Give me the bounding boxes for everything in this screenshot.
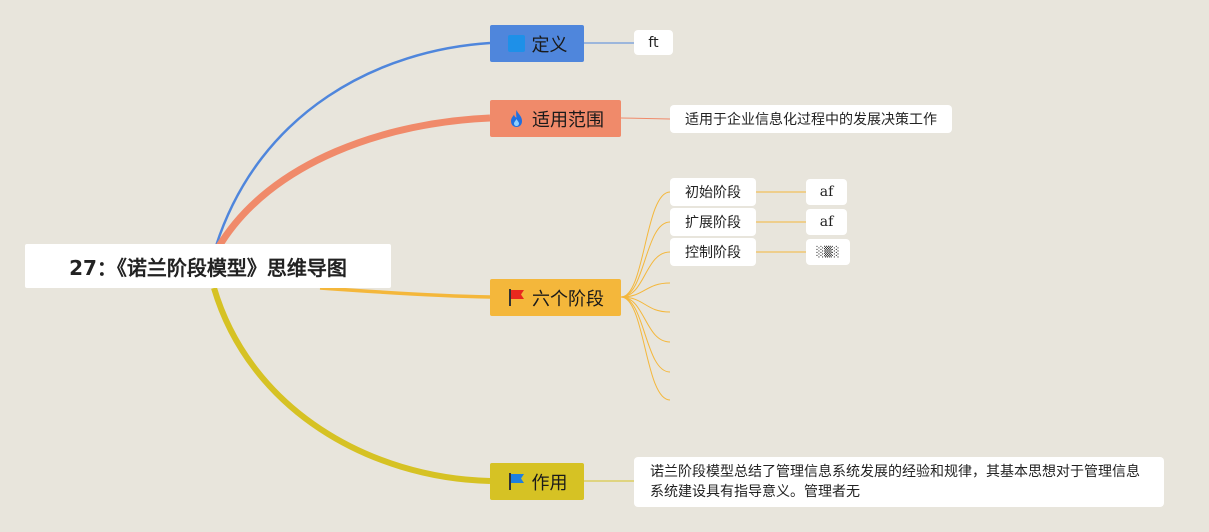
stage-item-2[interactable]: 扩展阶段 [670,208,756,236]
stage-value-3[interactable]: ░▒░ [806,239,850,265]
stage-connector-1 [620,191,671,298]
stage-value-3-text: ░▒░ [816,246,840,258]
function-leaf[interactable]: 诺兰阶段模型总结了管理信息系统发展的经验和规律，其基本思想对于管理信息系统建设具… [634,457,1164,507]
scope-leaf[interactable]: 适用于企业信息化过程中的发展决策工作 [670,105,952,133]
branch-definition[interactable]: 定义 [490,25,584,62]
stage-item-1-label: 初始阶段 [685,185,741,201]
branch-definition-label: 定义 [531,34,568,56]
stage-connector-3 [620,251,671,298]
branch-function[interactable]: 作用 [490,463,584,500]
branch-scope-label: 适用范围 [532,109,604,131]
scope-leaf-text: 适用于企业信息化过程中的发展决策工作 [685,112,937,128]
branch-scope[interactable]: 适用范围 [490,100,621,137]
fire-icon [511,110,522,127]
stage-item-2-label: 扩展阶段 [685,215,741,231]
stage-value-1[interactable]: af [806,179,847,205]
blue-flag-icon [508,473,524,490]
stage-value-2-text: af [819,214,834,230]
red-flag-icon [509,289,524,306]
connector-function [211,287,491,484]
branch-function-label: 作用 [531,472,568,494]
stage-connector-8 [620,296,671,401]
branch-six-stages[interactable]: 六个阶段 [490,279,621,316]
blue-square-icon [507,35,525,52]
stage-value-2[interactable]: af [806,209,847,235]
stage-connector-2 [620,221,671,298]
stage-value-1-text: af [819,184,834,200]
definition-leaf-text: ft [648,34,659,51]
connector-six-stages [319,286,491,299]
connector-scope [214,114,491,250]
connector-definition [214,41,491,247]
stage-connector-6 [620,296,671,343]
stage-item-3[interactable]: 控制阶段 [670,238,756,266]
connector-scope-leaf [620,117,671,120]
stage-item-3-label: 控制阶段 [685,245,741,261]
stage-item-1[interactable]: 初始阶段 [670,178,756,206]
stage-connector-4 [620,282,671,298]
root-node[interactable]: 27：《诺兰阶段模型》思维导图 [25,244,391,288]
branch-six-stages-label: 六个阶段 [532,288,604,310]
stage-connectors [620,191,806,401]
definition-leaf[interactable]: ft [634,30,673,55]
stage-connector-7 [620,296,671,373]
function-leaf-text: 诺兰阶段模型总结了管理信息系统发展的经验和规律，其基本思想对于管理信息系统建设具… [650,464,1140,500]
root-title: 27：《诺兰阶段模型》思维导图 [69,255,347,280]
